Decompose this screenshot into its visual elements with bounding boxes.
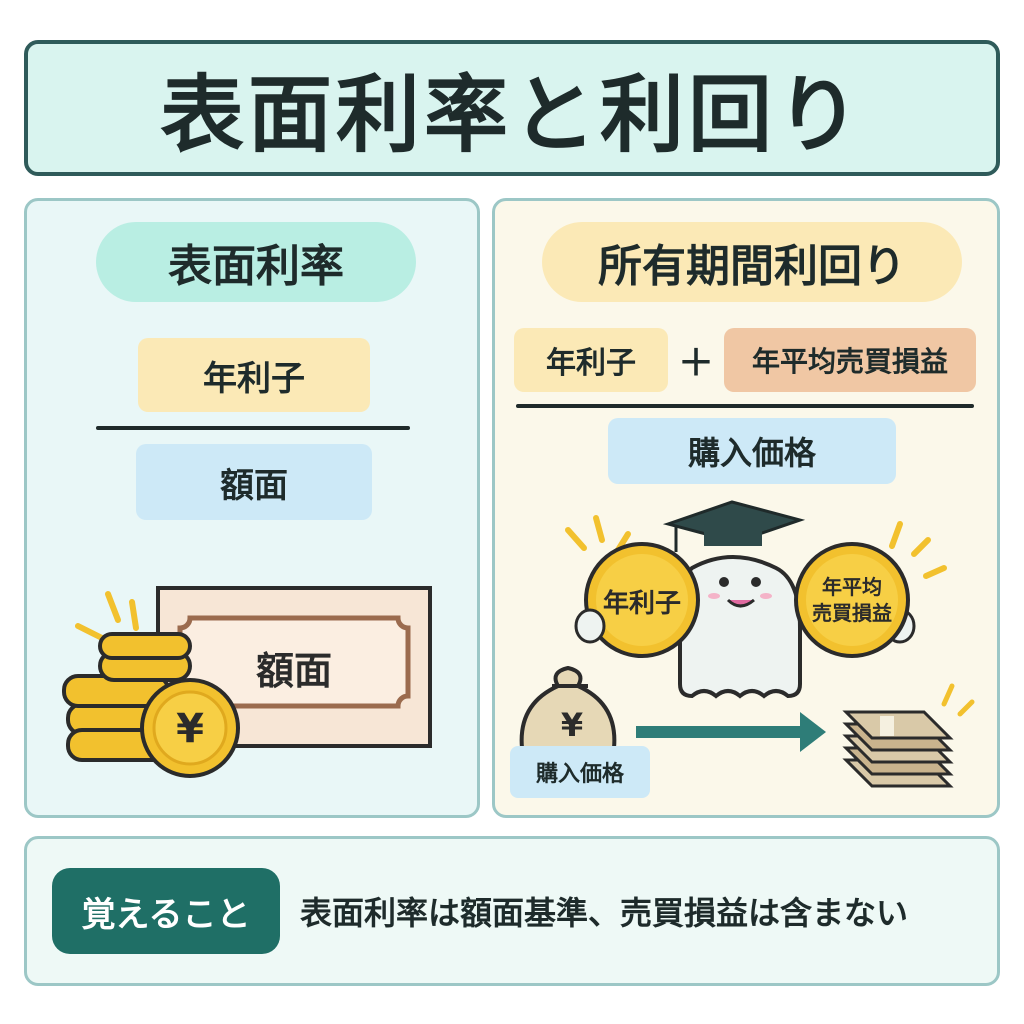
yield-numerator-gain-tile: 年平均売買損益 (724, 328, 976, 392)
certificate-label: 額面 (256, 649, 332, 693)
fraction-line-left (96, 426, 410, 430)
yen-coin-icon (140, 678, 240, 778)
sparkle-icon (889, 521, 947, 579)
annual-gain-coin-icon (794, 542, 910, 658)
coins-and-certificate-illustration: 額面 ¥ (62, 586, 432, 778)
arrow-right-icon (636, 712, 826, 752)
page-title: 表面利率と利回り (159, 65, 864, 164)
yield-numerator-interest-tile: 年利子 (514, 328, 668, 392)
annual-interest-coin-icon (584, 542, 700, 658)
yield-denominator-tile: 購入価格 (608, 418, 896, 484)
yen-coin-symbol: ¥ (176, 706, 204, 752)
coupon-numerator-tile: 年利子 (138, 338, 370, 412)
sparkle-icon (565, 515, 631, 553)
sparkle-icon (75, 591, 139, 641)
annual-gain-coin-line1: 年平均 (822, 575, 882, 599)
remember-badge: 覚えること (52, 868, 280, 954)
plus-sign: ＋ (677, 343, 714, 384)
purchase-price-tag: 購入価格 (510, 746, 650, 798)
holding-yield-illustration: 年利子 年平均 売買損益 ¥ (519, 500, 975, 788)
remember-text: 表面利率は額面基準、売買損益は含まない (300, 894, 909, 932)
sparkle-icon (941, 683, 975, 717)
annual-gain-coin-line2: 売買損益 (812, 601, 892, 625)
cash-stack-icon (842, 710, 954, 788)
holding-yield-heading: 所有期間利回り (542, 222, 962, 302)
fraction-line-right (516, 404, 974, 408)
title-banner: 表面利率と利回り (24, 40, 1000, 176)
graduation-cap-icon (662, 500, 806, 552)
coupon-rate-heading: 表面利率 (96, 222, 416, 302)
ghost-mascot-icon (678, 555, 802, 699)
annual-interest-coin-label: 年利子 (603, 588, 681, 619)
money-bag-symbol: ¥ (561, 706, 583, 744)
coupon-denominator-tile: 額面 (136, 444, 372, 520)
